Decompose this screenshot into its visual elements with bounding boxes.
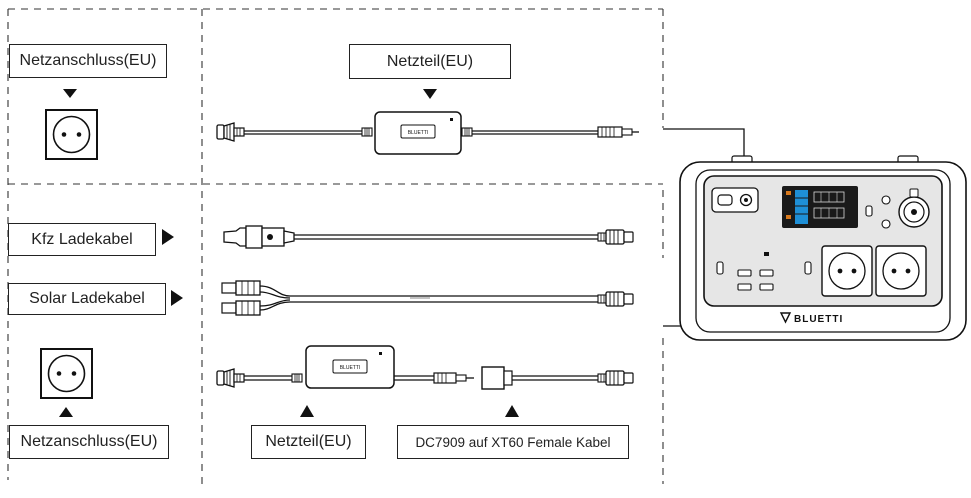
- label-dc-cable: DC7909 auf XT60 Female Kabel: [397, 425, 629, 459]
- label-grid-socket-top: Netzanschluss(EU): [9, 44, 167, 78]
- arrow-down-adapter-icon: [423, 89, 437, 99]
- car-charging-cable: [223, 225, 634, 249]
- arrow-up-dc-cable-icon: [505, 405, 519, 417]
- power-station: BLUETTI: [679, 155, 967, 341]
- ac-adapter-dc-cable-bottom: BLUETTI: [216, 345, 634, 390]
- wall-socket-bottom: [40, 348, 93, 417]
- arrow-right-solar-icon: [171, 290, 183, 306]
- label-adapter-bottom: Netzteil(EU): [251, 425, 366, 459]
- adapter-logo-bottom: BLUETTI: [340, 365, 361, 371]
- adapter-logo-top: BLUETTI: [408, 130, 429, 136]
- label-grid-socket-bottom: Netzanschluss(EU): [9, 425, 169, 459]
- label-adapter-top: Netzteil(EU): [349, 44, 511, 79]
- wall-socket-top: [45, 89, 98, 160]
- solar-charging-cable: [221, 280, 634, 316]
- label-solar-cable: Solar Ladekabel: [8, 283, 166, 315]
- ac-adapter-cable-top: BLUETTI: [216, 111, 639, 155]
- arrow-up-adapter-icon: [300, 405, 314, 417]
- label-car-cable: Kfz Ladekabel: [8, 223, 156, 256]
- station-logo: BLUETTI: [794, 314, 843, 325]
- arrow-right-car-icon: [162, 229, 174, 245]
